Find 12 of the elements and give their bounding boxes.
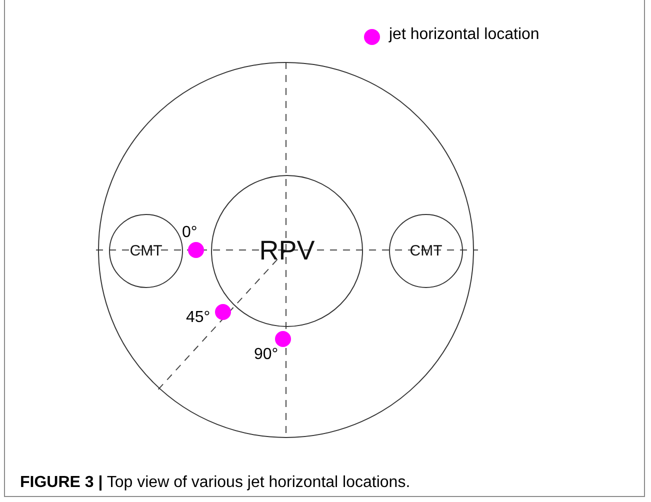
circle-outline: [389, 214, 463, 288]
angle-label: 0°: [182, 224, 198, 242]
angle-label: 90°: [254, 346, 278, 364]
angle-label: 45°: [186, 309, 210, 327]
legend-label: jet horizontal location: [389, 26, 540, 44]
component-label: CMT: [130, 242, 162, 260]
circle-outline: [109, 214, 183, 288]
component-label: RPV: [259, 236, 315, 266]
circle-outline: [211, 175, 363, 327]
figure-caption: FIGURE 3 | Top view of various jet horizontal locations.: [20, 474, 410, 492]
component-label: CMT: [410, 242, 442, 260]
circle-outline: [98, 62, 474, 438]
